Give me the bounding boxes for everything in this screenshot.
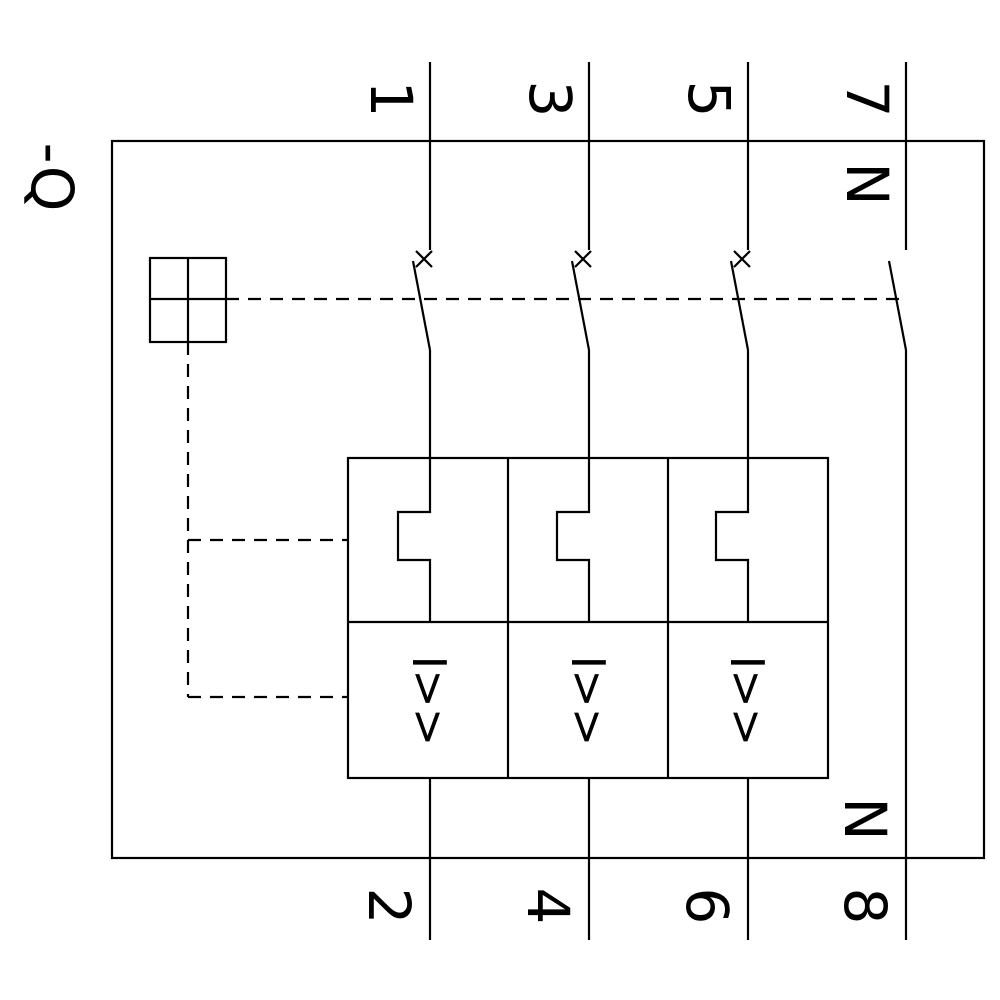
neutral-label-bottom: N	[831, 797, 899, 841]
pole2-thermal-element	[555, 458, 591, 622]
pole1-thermal-element	[396, 458, 432, 622]
device-designator: -Q	[18, 142, 86, 212]
neutral-switch-blade	[887, 260, 908, 351]
device-outline	[110, 139, 986, 860]
pole1-switch-blade	[411, 260, 432, 351]
pole2-switch-blade	[570, 260, 591, 351]
pole3-contact-cross-icon	[733, 250, 751, 268]
terminal-label-1: 1	[357, 80, 425, 118]
pole3-switch-blade	[729, 260, 750, 351]
terminal-label-5: 5	[675, 80, 743, 118]
magnetic-trip-label-1: I>>	[402, 655, 456, 747]
terminal-label-7: 7	[833, 80, 901, 118]
terminal-label-6: 6	[673, 887, 741, 925]
pole1-contact-cross-icon	[415, 250, 433, 268]
terminal-label-8: 8	[831, 887, 899, 925]
magnetic-trip-label-2: I>>	[561, 655, 615, 747]
pole2-contact-cross-icon	[574, 250, 592, 268]
pole3-thermal-element	[714, 458, 750, 622]
terminal-label-2: 2	[355, 887, 423, 925]
neutral-label-top: N	[833, 162, 901, 206]
terminal-label-3: 3	[516, 80, 584, 118]
terminal-label-4: 4	[514, 887, 582, 925]
magnetic-trip-label-3: I>>	[720, 655, 774, 747]
